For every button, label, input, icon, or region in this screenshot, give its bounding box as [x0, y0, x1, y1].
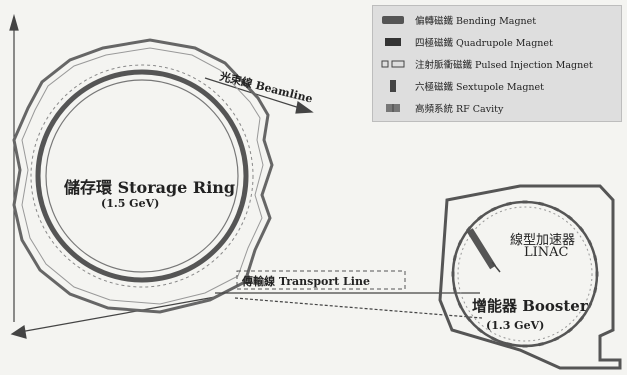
magnet-tick	[156, 275, 164, 281]
transport-line-label: 傳輸線 Transport Line	[242, 275, 370, 288]
legend-label: 偏轉磁鐵 Bending Magnet	[415, 16, 537, 27]
magnet-tick	[522, 344, 528, 348]
magnet-tick	[593, 255, 598, 261]
magnet-tick	[173, 270, 182, 277]
magnet-tick	[228, 119, 236, 129]
magnet-tick	[120, 275, 128, 281]
magnet-tick	[490, 206, 497, 212]
linac-tube	[466, 228, 501, 273]
magnet-tick	[465, 226, 472, 232]
magnet-tick	[538, 342, 544, 347]
magnet-tick	[490, 336, 497, 342]
booster-magnets	[451, 200, 599, 348]
booster-building-outline	[438, 184, 622, 370]
rf-cavity-symbol	[381, 102, 405, 114]
magnet-tick	[595, 271, 599, 277]
magnet-tick	[553, 206, 560, 212]
magnet-tick	[593, 287, 598, 293]
magnet-tick	[102, 75, 111, 82]
axis-arrows	[9, 13, 216, 339]
magnet-tick	[567, 214, 573, 221]
magnet-tick	[217, 105, 226, 114]
magnet-tick	[102, 270, 111, 277]
sextupole-magnet-symbol	[381, 79, 405, 93]
storage-ring-energy: (1.5 GeV)	[101, 197, 160, 210]
magnet-tick	[85, 82, 95, 90]
booster-ring-inner-line	[457, 206, 593, 342]
storage-ring-inner-line	[45, 79, 239, 273]
magnet-tick	[37, 190, 43, 198]
legend-item-pulsed-injection-magnet: 注射脈衝磁鐵 Pulsed Injection Magnet	[381, 55, 593, 73]
magnet-tick	[506, 342, 512, 347]
magnet-tick	[41, 207, 48, 216]
magnet-tick	[457, 239, 463, 246]
storage-ring-magnets	[36, 70, 248, 282]
magnet-tick	[189, 262, 199, 270]
magnet-tick	[241, 190, 247, 198]
magnet-tick	[578, 316, 585, 322]
quadrupole-magnet-symbol	[381, 36, 405, 48]
legend-item-quadrupole-magnet: 四極磁鐵 Quadrupole Magnet	[381, 33, 553, 51]
magnet-tick	[236, 136, 243, 145]
magnet-tick	[85, 262, 95, 270]
magnet-tick	[506, 201, 512, 206]
linac-label-en: LINAC	[524, 245, 569, 260]
magnet-tick	[173, 75, 182, 82]
magnet-tick	[58, 238, 67, 247]
magnet-tick	[477, 214, 483, 221]
magnet-tick	[451, 271, 455, 277]
magnet-tick	[204, 251, 213, 260]
legend-item-bending-magnet: 偏轉磁鐵 Bending Magnet	[381, 11, 536, 29]
magnet-tick	[120, 71, 128, 77]
magnet-tick	[522, 200, 528, 204]
magnet-tick	[477, 327, 483, 334]
bending-magnet-symbol	[381, 14, 405, 26]
magnet-tick	[58, 105, 67, 114]
booster-title: 增能器 Booster	[472, 297, 588, 315]
magnet-tick	[228, 223, 236, 233]
magnet-tick	[48, 119, 56, 129]
magnet-tick	[156, 71, 164, 77]
magnet-tick	[189, 82, 199, 90]
legend-label: 高頻系統 RF Cavity	[415, 104, 504, 115]
magnet-tick	[236, 207, 243, 216]
magnet-tick	[48, 223, 56, 233]
magnet-tick	[465, 316, 472, 322]
magnet-tick	[587, 239, 593, 246]
magnet-tick	[578, 226, 585, 232]
storage-ring-shield-wall-inner	[21, 47, 264, 305]
booster-energy: (1.3 GeV)	[486, 319, 545, 332]
storage-ring-title: 儲存環 Storage Ring	[64, 178, 236, 197]
storage-ring-outer-line	[30, 64, 254, 288]
magnet-tick	[41, 136, 48, 145]
magnet-tick	[244, 172, 248, 180]
legend-label: 四極磁鐵 Quadrupole Magnet	[415, 38, 553, 49]
legend-label: 六極磁鐵 Sextupole Magnet	[415, 82, 544, 93]
legend-item-rf-cavity: 高頻系統 RF Cavity	[381, 99, 503, 117]
magnet-tick	[567, 327, 573, 334]
storage-ring-shield-wall	[12, 38, 274, 314]
pulsed-injection-magnet-symbol	[381, 58, 405, 70]
magnet-tick	[71, 251, 80, 260]
magnet-tick	[36, 172, 40, 180]
magnet-tick	[538, 201, 544, 206]
magnet-tick	[217, 238, 226, 247]
legend-label: 注射脈衝磁鐵 Pulsed Injection Magnet	[415, 60, 593, 71]
magnet-tick	[241, 154, 247, 162]
magnet-tick	[71, 92, 80, 101]
legend-item-sextupole-magnet: 六極磁鐵 Sextupole Magnet	[381, 77, 544, 95]
magnet-tick	[138, 70, 146, 74]
transport-line	[215, 270, 483, 319]
magnet-tick	[452, 255, 457, 261]
magnet-tick	[138, 278, 146, 282]
magnet-legend: 偏轉磁鐵 Bending Magnet 四極磁鐵 Quadrupole Magn…	[372, 5, 622, 122]
magnet-tick	[553, 336, 560, 342]
magnet-tick	[452, 287, 457, 293]
magnet-tick	[204, 92, 213, 101]
magnet-tick	[37, 154, 43, 162]
magnet-tick	[587, 302, 593, 309]
magnet-tick	[457, 302, 463, 309]
linac-label-zh: 線型加速器	[510, 233, 576, 248]
